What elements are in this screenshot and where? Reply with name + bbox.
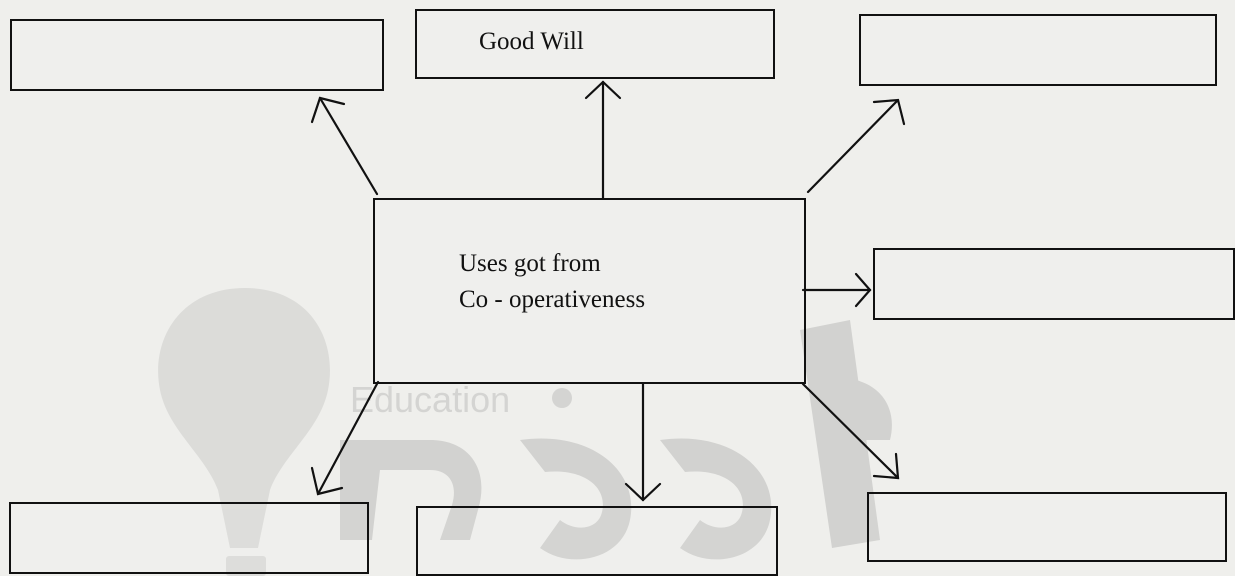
box-bottom-right: [867, 492, 1227, 562]
arrow-to-bottom-right: [801, 382, 900, 480]
arrowhead-top-right: [872, 98, 906, 126]
arrowhead-bottom-left: [310, 466, 344, 496]
box-top-right: [859, 14, 1217, 86]
arrowhead-bottom-right: [872, 452, 900, 480]
box-top-center-label: Good Will: [479, 28, 584, 55]
center-text: Uses got from Co - operativeness: [459, 246, 645, 318]
box-bottom-left: [9, 502, 369, 574]
arrow-to-top-right: [806, 98, 900, 194]
arrow-to-bottom-left: [316, 380, 380, 496]
arrowhead-bottom-center: [624, 482, 662, 502]
arrowhead-top-left: [310, 96, 346, 124]
box-center: Uses got from Co - operativeness: [373, 198, 806, 384]
arrowhead-top-center: [584, 80, 622, 100]
box-top-left: [10, 19, 384, 91]
arrow-to-top-left: [318, 96, 379, 196]
center-line-1: Uses got from: [459, 250, 601, 277]
box-top-center: Good Will: [415, 9, 775, 79]
box-middle-right: [873, 248, 1235, 320]
center-line-2: Co - operativeness: [459, 286, 646, 313]
box-bottom-center: [416, 506, 778, 576]
arrowhead-middle-right: [854, 272, 872, 308]
